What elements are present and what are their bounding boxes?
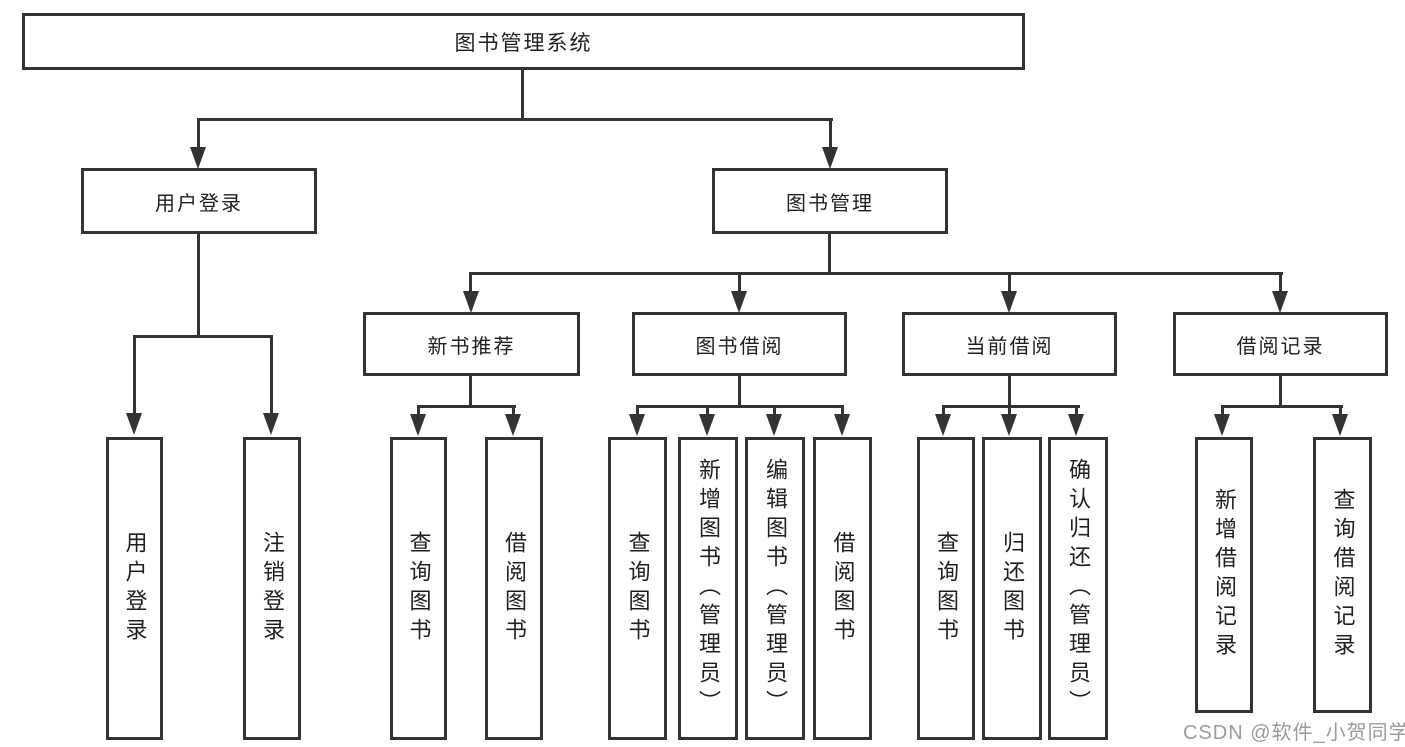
node-label: 借阅图书 xyxy=(830,530,856,647)
connector-line xyxy=(1008,374,1011,408)
node-label: 当前借阅 xyxy=(965,335,1054,358)
arrow-down-icon xyxy=(1001,414,1017,436)
arrow-down-icon xyxy=(935,414,951,436)
connector-line xyxy=(942,405,1080,408)
node-label: 新书推荐 xyxy=(427,335,516,358)
connector-line xyxy=(773,405,776,418)
leaf-add-books-admin: 新增图书（管理员） xyxy=(678,437,738,740)
node-label: 用户登录 xyxy=(122,530,148,647)
arrow-down-icon xyxy=(190,147,206,169)
connector-line xyxy=(1221,405,1224,418)
connector-line xyxy=(133,335,273,338)
leaf-confirm-return-admin: 确认归还（管理员） xyxy=(1048,437,1108,740)
node-current-borrowing: 当前借阅 xyxy=(902,312,1117,376)
arrow-down-icon xyxy=(410,414,426,436)
leaf-query-books-recommend: 查询图书 xyxy=(390,437,447,740)
leaf-edit-books-admin: 编辑图书（管理员） xyxy=(745,437,805,740)
connector-line xyxy=(197,118,833,121)
connector-line xyxy=(270,335,273,415)
node-label: 查询借阅记录 xyxy=(1330,488,1356,662)
connector-line xyxy=(133,335,136,415)
arrow-down-icon xyxy=(1068,414,1084,436)
leaf-query-books-current: 查询图书 xyxy=(917,437,975,740)
node-label: 借阅记录 xyxy=(1236,335,1325,358)
connector-line xyxy=(197,118,200,150)
connector-line xyxy=(841,405,844,418)
node-book-borrowing: 图书借阅 xyxy=(632,312,847,376)
node-label: 图书管理 xyxy=(786,192,874,215)
node-label: 归还图书 xyxy=(1000,530,1025,647)
arrow-down-icon xyxy=(834,414,850,436)
leaf-borrow-books-recommend: 借阅图书 xyxy=(485,437,543,740)
connector-line xyxy=(738,374,741,408)
node-label: 新增图书（管理员） xyxy=(696,458,721,719)
node-borrowing-records: 借阅记录 xyxy=(1173,312,1388,376)
leaf-return-books: 归还图书 xyxy=(982,437,1042,740)
csdn-watermark: CSDN @软件_小贺同学 xyxy=(1183,722,1405,744)
leaf-add-borrow-record: 新增借阅记录 xyxy=(1195,437,1253,713)
node-label: 查询图书 xyxy=(625,530,651,647)
node-book-management: 图书管理 xyxy=(712,168,948,234)
connector-line xyxy=(1008,272,1011,294)
connector-line xyxy=(417,405,516,408)
connector-line xyxy=(636,405,639,418)
node-label: 查询图书 xyxy=(934,530,959,647)
connector-line xyxy=(1279,374,1282,408)
node-label: 用户登录 xyxy=(155,192,243,215)
node-label: 查询图书 xyxy=(406,530,432,647)
connector-line xyxy=(829,118,832,150)
arrow-down-icon xyxy=(822,147,838,169)
arrow-down-icon xyxy=(505,414,521,436)
arrow-down-icon xyxy=(731,291,747,313)
arrow-down-icon xyxy=(766,414,782,436)
connector-line xyxy=(469,272,1283,275)
node-label: 编辑图书（管理员） xyxy=(763,458,788,719)
connector-line xyxy=(197,232,200,337)
connector-line xyxy=(512,405,515,418)
node-label: 借阅图书 xyxy=(502,530,527,647)
connector-line xyxy=(417,405,420,418)
connector-line xyxy=(942,405,945,418)
connector-line xyxy=(469,272,472,294)
node-label: 新增借阅记录 xyxy=(1212,488,1237,662)
node-new-book-recommendation: 新书推荐 xyxy=(363,312,580,376)
connector-line xyxy=(828,232,831,275)
leaf-user-login: 用户登录 xyxy=(106,437,163,740)
leaf-borrow-books-borrowing: 借阅图书 xyxy=(813,437,872,740)
leaf-logout-login: 注销登录 xyxy=(243,437,301,740)
connector-line xyxy=(1279,272,1282,294)
arrow-down-icon xyxy=(629,414,645,436)
connector-line xyxy=(1221,405,1343,408)
node-label: 注销登录 xyxy=(260,530,285,647)
arrow-down-icon xyxy=(699,414,715,436)
arrow-down-icon xyxy=(463,291,479,313)
connector-line xyxy=(469,374,472,408)
node-library-management-system: 图书管理系统 xyxy=(22,13,1025,70)
arrow-down-icon xyxy=(1214,414,1230,436)
leaf-query-books-borrowing: 查询图书 xyxy=(608,437,667,740)
node-user-login: 用户登录 xyxy=(81,168,317,234)
connector-line xyxy=(738,272,741,294)
connector-line xyxy=(521,68,524,120)
node-label: 确认归还（管理员） xyxy=(1066,458,1091,719)
connector-line xyxy=(1008,405,1011,418)
connector-line xyxy=(1075,405,1078,418)
leaf-query-borrow-record: 查询借阅记录 xyxy=(1313,437,1372,713)
arrow-down-icon xyxy=(1001,291,1017,313)
connector-line xyxy=(636,405,844,408)
arrow-down-icon xyxy=(126,413,142,435)
node-label: 图书管理系统 xyxy=(454,31,593,55)
arrow-down-icon xyxy=(1332,414,1348,436)
arrow-down-icon xyxy=(1272,291,1288,313)
connector-line xyxy=(706,405,709,418)
node-label: 图书借阅 xyxy=(695,335,784,358)
connector-line xyxy=(1339,405,1342,418)
arrow-down-icon xyxy=(263,413,279,435)
